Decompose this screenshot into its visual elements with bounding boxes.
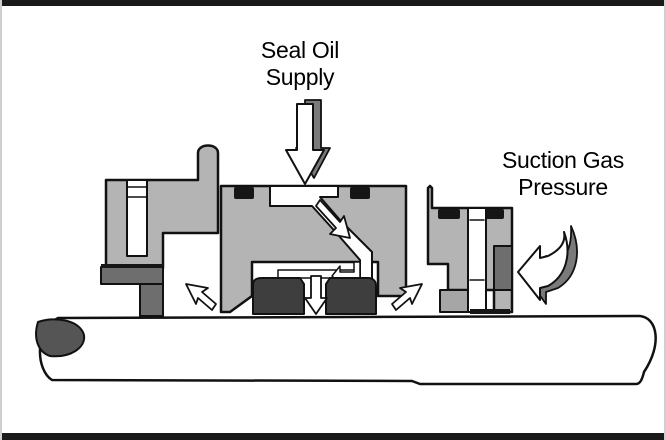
suction-gas-pressure-label: Suction Gas Pressure: [494, 147, 632, 201]
floating-seal-rings: [252, 275, 377, 315]
seal-oil-supply-line-1: Seal Oil: [260, 37, 340, 63]
center-drain-arrow: [304, 275, 328, 315]
right-leak-arrow: [391, 283, 423, 311]
seal-oil-supply-arrow: [285, 99, 331, 185]
right-o-ring-left: [438, 209, 460, 219]
inboard-seal-ring: [325, 277, 377, 315]
right-housing: [426, 184, 514, 314]
left-o-ring: [234, 187, 254, 199]
oil-flow-arrow: [315, 199, 351, 239]
top-border: [0, 0, 666, 6]
suction-gas-pressure-line-2: Pressure: [518, 174, 608, 200]
right-lower-ring: [439, 289, 469, 313]
left-border: [0, 0, 2, 440]
left-housing-bore: [126, 179, 148, 257]
right-housing-detail: [469, 219, 485, 281]
shaft-body: [38, 314, 657, 386]
right-o-ring: [350, 187, 370, 199]
right-housing-bore: [467, 207, 487, 313]
right-black-band: [470, 309, 510, 314]
left-black-band: [101, 264, 163, 268]
right-inner-ring: [493, 245, 513, 291]
left-housing-groove: [127, 186, 147, 198]
right-border: [664, 0, 666, 440]
left-housing: [100, 144, 220, 317]
shaft-end-cap: [35, 318, 86, 358]
suction-gas-pressure-line-1: Suction Gas: [502, 147, 624, 173]
center-housing-body: [219, 184, 408, 314]
leakage-arrows: [185, 283, 423, 311]
shaft: [35, 314, 657, 386]
outboard-seal-ring: [252, 277, 305, 315]
bottom-border: [0, 433, 666, 440]
suction-gas-pressure-arrow: [517, 225, 578, 305]
seal-oil-supply-line-2: Supply: [265, 64, 335, 90]
left-housing-body: [104, 144, 220, 270]
left-ring-step: [139, 283, 164, 317]
suction-arrow: [517, 231, 569, 301]
left-leak-arrow: [185, 283, 217, 311]
seal-oil-supply-label: Seal Oil Supply: [238, 37, 362, 91]
seal-oil-arrow: [285, 103, 325, 185]
left-seal-ring: [100, 266, 164, 285]
right-o-ring-right: [484, 209, 504, 219]
